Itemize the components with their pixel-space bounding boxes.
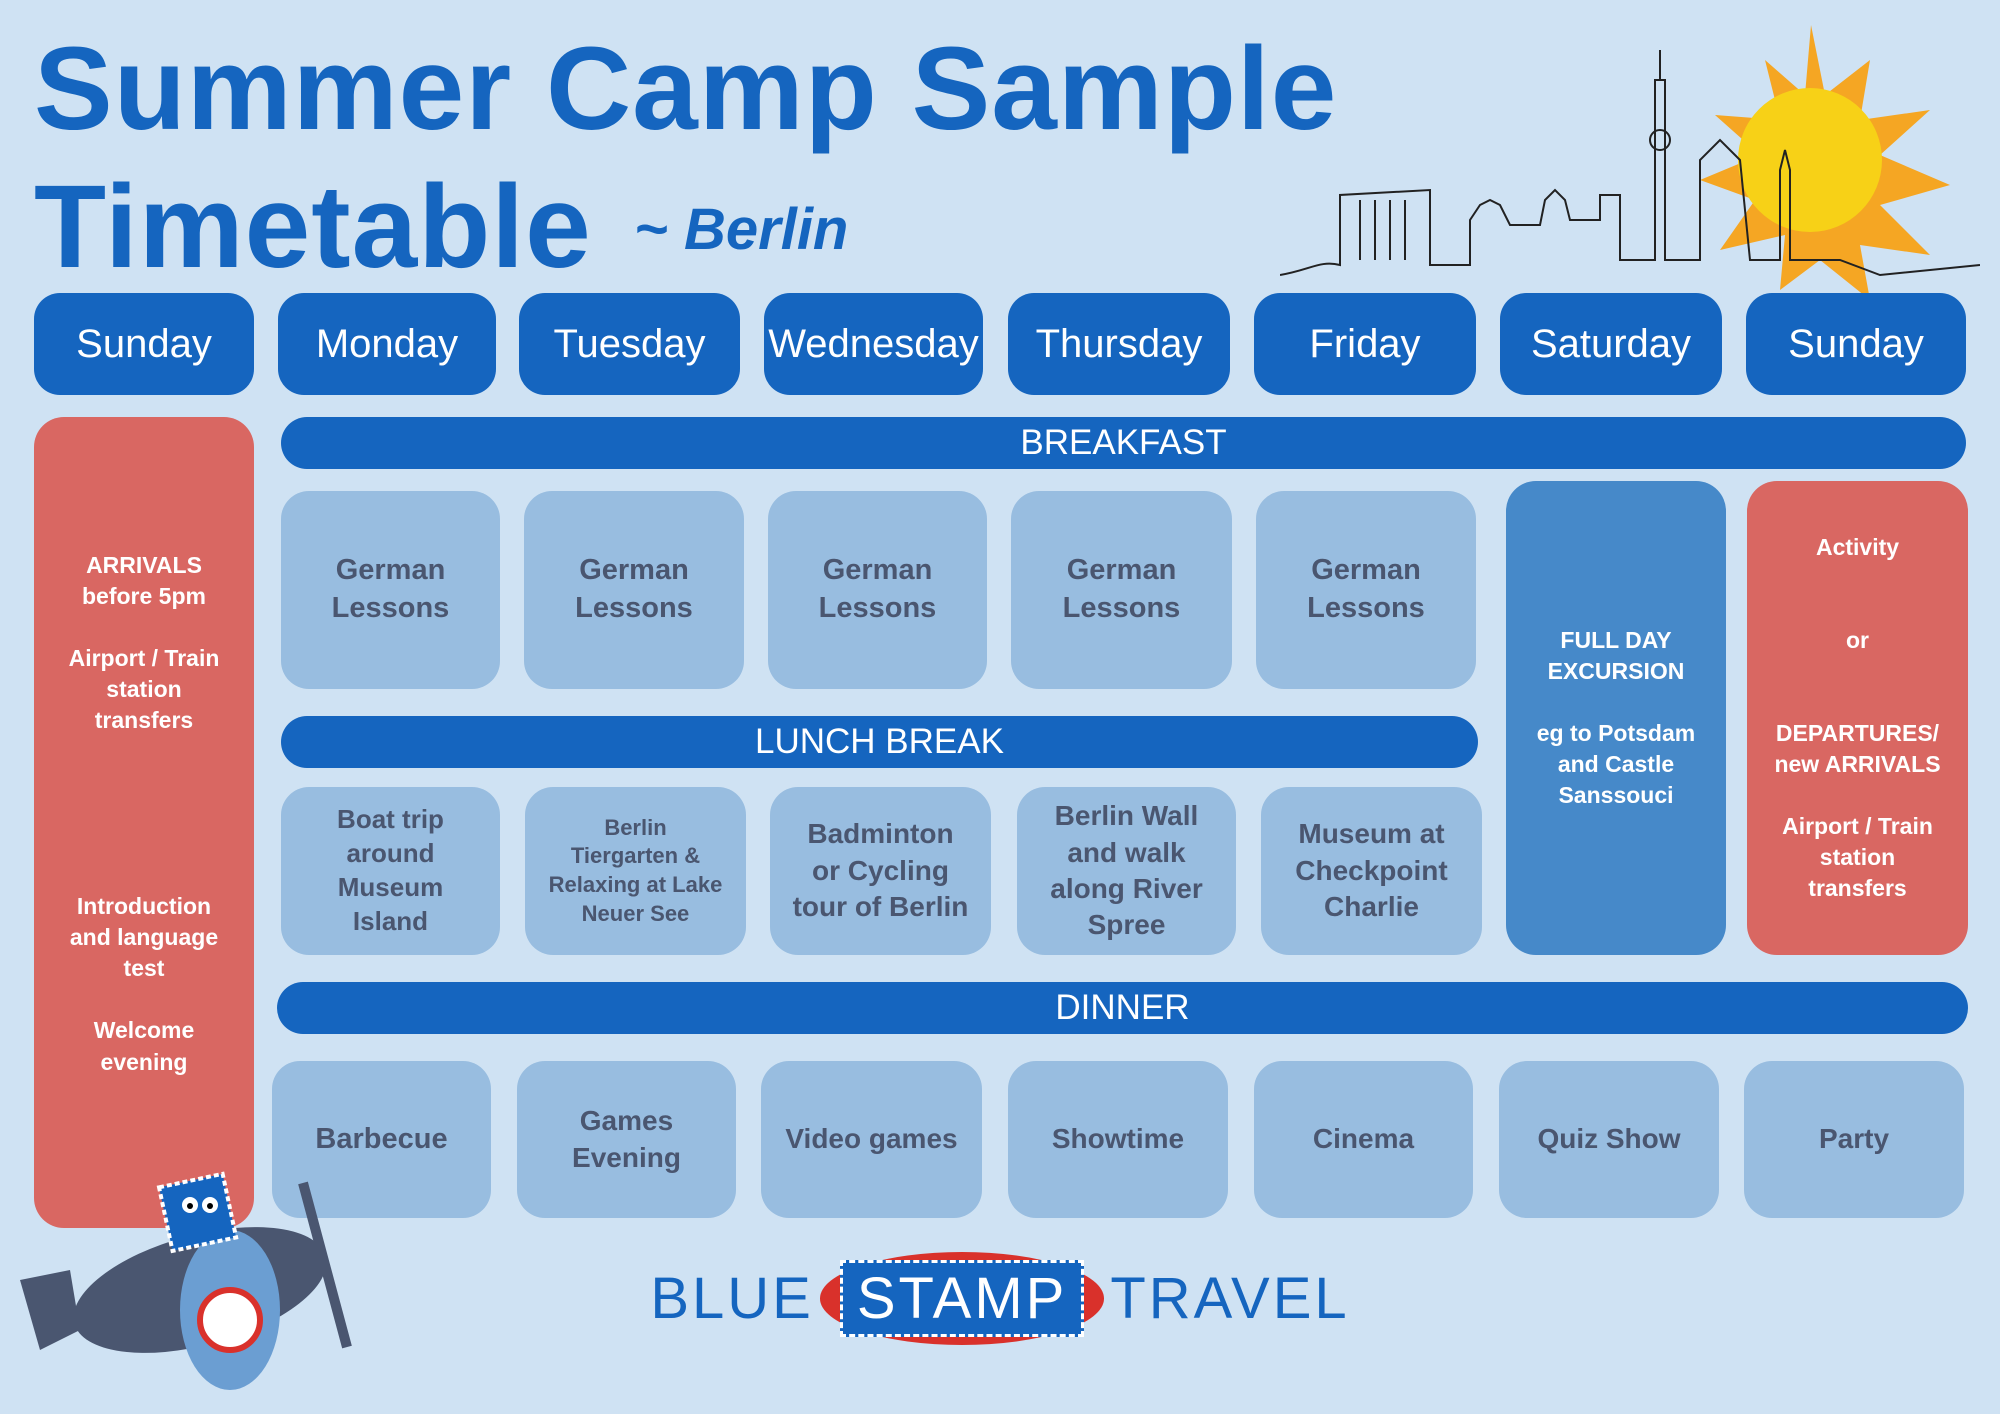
morning-activity-friday: German Lessons — [1256, 491, 1476, 689]
evening-activity-friday: Quiz Show — [1499, 1061, 1719, 1218]
day-header-friday: Friday — [1254, 293, 1476, 395]
lunch-break-bar: LUNCH BREAK — [281, 716, 1478, 768]
evening-activity-saturday: Party — [1744, 1061, 1964, 1218]
saturday-excursion: FULL DAY EXCURSION eg to Potsdam and Cas… — [1506, 481, 1726, 955]
afternoon-activity-tuesday: Berlin Tiergarten & Relaxing at Lake Neu… — [525, 787, 746, 955]
logo-travel-text: TRAVEL — [1110, 1265, 1350, 1331]
day-header-wednesday: Wednesday — [764, 293, 983, 395]
morning-activity-wednesday: German Lessons — [768, 491, 987, 689]
logo-stamp-text: STAMP — [839, 1259, 1085, 1337]
introduction-text: Introduction and language test Welcome e… — [69, 893, 219, 1075]
morning-activity-monday: German Lessons — [281, 491, 500, 689]
title-line-2: Timetable — [34, 161, 592, 293]
day-header-sunday-departure: Sunday — [1746, 293, 1966, 395]
title-line-1: Summer Camp Sample — [34, 23, 1338, 155]
evening-activity-tuesday: Video games — [761, 1061, 982, 1218]
day-header-saturday: Saturday — [1500, 293, 1722, 395]
breakfast-bar: BREAKFAST — [281, 417, 1966, 469]
day-header-monday: Monday — [278, 293, 496, 395]
morning-activity-thursday: German Lessons — [1011, 491, 1232, 689]
sun-icon — [1700, 25, 1950, 300]
airplane-mascot-illustration — [20, 1171, 352, 1390]
logo-stamp-badge: STAMP — [819, 1251, 1105, 1345]
evening-activity-thursday: Cinema — [1254, 1061, 1473, 1218]
blue-stamp-travel-logo: BLUE STAMP TRAVEL — [650, 1250, 1347, 1346]
skyline-icon — [1280, 50, 1980, 277]
arrivals-text: ARRIVALS before 5pm Airport / Train stat… — [68, 552, 220, 734]
berlin-skyline-sun-illustration — [1280, 25, 1980, 300]
afternoon-activity-friday: Museum at Checkpoint Charlie — [1261, 787, 1482, 955]
logo-blue-text: BLUE — [650, 1265, 814, 1331]
afternoon-activity-wednesday: Badminton or Cycling tour of Berlin — [770, 787, 991, 955]
afternoon-activity-thursday: Berlin Wall and walk along River Spree — [1017, 787, 1236, 955]
arrival-day-column: ARRIVALS before 5pm Airport / Train stat… — [34, 417, 254, 1228]
evening-activity-monday: Games Evening — [517, 1061, 736, 1218]
sunday-departure: Activity or DEPARTURES/ new ARRIVALS Air… — [1747, 481, 1968, 955]
day-header-tuesday: Tuesday — [519, 293, 740, 395]
day-header-sunday-arrival: Sunday — [34, 293, 254, 395]
morning-activity-tuesday: German Lessons — [524, 491, 744, 689]
evening-activity-wednesday: Showtime — [1008, 1061, 1228, 1218]
day-header-thursday: Thursday — [1008, 293, 1230, 395]
afternoon-activity-monday: Boat trip around Museum Island — [281, 787, 500, 955]
dinner-bar: DINNER — [277, 982, 1968, 1034]
subtitle: ~ Berlin — [634, 197, 849, 262]
